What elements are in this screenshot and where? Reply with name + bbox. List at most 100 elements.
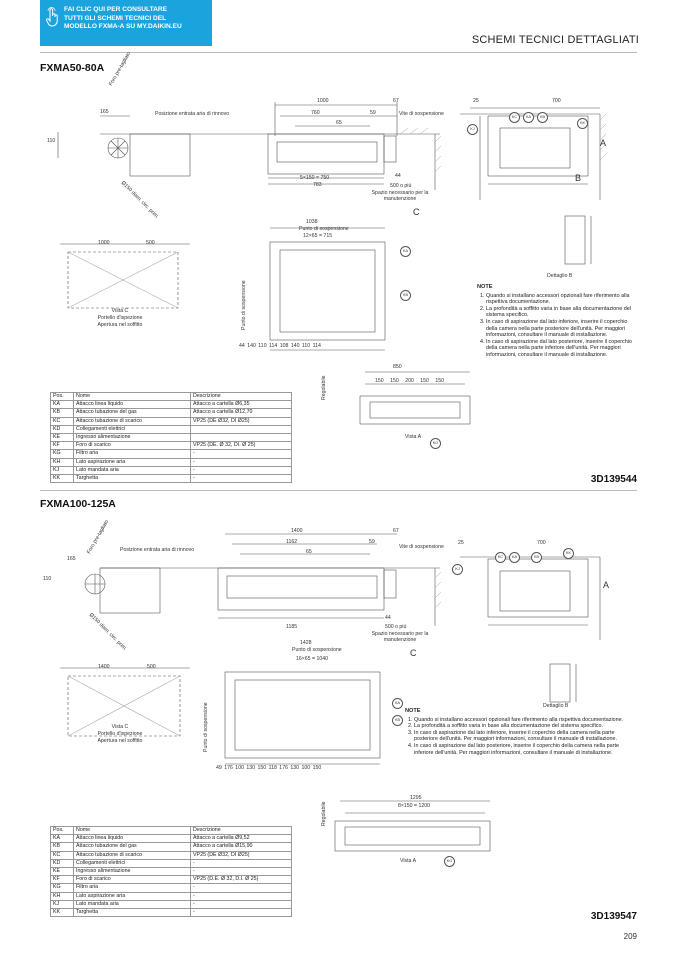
table-cell: Attacco a cartella Ø6,35 (190, 400, 292, 410)
tag-ka-1: KA (523, 112, 534, 123)
dim-1000: 1000 (317, 98, 329, 104)
label-suspension-2: Punto di sospensione (292, 647, 342, 653)
dim-59-2: 59 (369, 539, 375, 545)
view-c-drawing-1 (60, 243, 190, 309)
table-cell: KC (50, 850, 74, 860)
tag-kb-plan-1: KB (400, 290, 411, 301)
dim-series-2: 49 176 100 130 150 118 176 130 100 150 (216, 765, 322, 771)
table-cell: - (190, 473, 292, 484)
dim-67-2: 67 (393, 528, 399, 534)
drawing-code-1: 3D139544 (590, 474, 637, 485)
dim-44: 44 (395, 173, 401, 179)
table-cell: Collegamenti elettrici (73, 858, 191, 868)
label-hanger-1: Vite di sospensione (399, 111, 444, 117)
table-cell: Ingresso alimentazione (73, 432, 191, 443)
table-cell: Nome (73, 825, 191, 836)
tag-ka-2: KA (509, 552, 520, 563)
table-cell: - (190, 866, 292, 877)
table-cell: Attacco linea liquido (73, 400, 191, 410)
dim-1162: 1162 (286, 539, 298, 545)
label-a-1: A (600, 138, 607, 148)
table-cell: KD (50, 858, 74, 868)
table-cell: Attacco tubazione del gas (73, 842, 191, 852)
table-cell: Foro di scarico (73, 875, 191, 885)
table-cell: VP25 (DE. Ø 32, DI. Ø 25) (190, 441, 292, 451)
table-cell: Descrizione (190, 391, 292, 402)
table-cell (190, 432, 292, 443)
banner-line-3: MODELLO FXMA-A SU MY.DAIKIN.EU (64, 23, 182, 31)
table-cell: KD (50, 424, 74, 434)
table-cell: Foro di scarico (73, 441, 191, 451)
download-banner[interactable]: FAI CLIC QUI PER CONSULTARE TUTTI GLI SC… (40, 0, 212, 46)
dim-5x150: 5×150 = 750 (300, 175, 330, 181)
tag-kg-1: KG (430, 438, 441, 449)
table-cell: KG (50, 449, 74, 459)
table-cell: - (190, 899, 292, 909)
label-view-c-1: Vista C (111, 308, 129, 314)
dim-700: 700 (552, 98, 561, 104)
table-cell: KK (50, 907, 74, 918)
dim-783: 783 (313, 182, 322, 188)
table-cell: KB (50, 842, 74, 852)
dim-16x65: 16×65 = 1040 (296, 656, 329, 662)
note-1-1: Quando si installano accessori opzionali… (486, 293, 637, 306)
table-cell: Nome (73, 391, 191, 402)
table-cell: Lato mandata aria (73, 465, 191, 475)
tag-kg-2: KG (444, 856, 455, 867)
dim-110-2: 110 (43, 576, 52, 582)
dim-8x150: 8×150 = 1200 (398, 803, 431, 809)
model-title-1: FXMA50-80A (40, 62, 105, 74)
table-cell: - (190, 465, 292, 475)
dim-1000b: 1000 (98, 240, 110, 246)
page-title: SCHEMI TECNICI DETTAGLIATI (471, 34, 639, 46)
note-2-4: In caso di aspirazione dal lato posterio… (414, 743, 637, 756)
tag-ka-plan-2: KA (392, 698, 403, 709)
table-cell: Filtro aria (73, 449, 191, 459)
dim-760: 760 (311, 110, 320, 116)
detail-b-drawing-1 (564, 215, 592, 265)
table-cell: KJ (50, 899, 74, 909)
tag-kj-2: KJ (452, 564, 463, 575)
dim-500-2: 500 (147, 664, 156, 670)
dim-1400: 1400 (291, 528, 303, 534)
table-cell: Pos. (50, 391, 74, 402)
tap-hand-icon (46, 7, 58, 27)
table-cell: KG (50, 883, 74, 893)
table-cell: KB (50, 408, 74, 418)
dim-1038: 1038 (306, 219, 318, 225)
table-cell: VP25 (DE Ø32, DI Ø25) (190, 416, 292, 426)
dim-700-2: 700 (537, 540, 546, 546)
notes-title-1: NOTE (477, 284, 493, 290)
dim-1295: 1295 (410, 795, 422, 801)
label-500-2: 500 o più (385, 624, 407, 630)
table-cell: - (190, 907, 292, 918)
label-apertura-2: Apertura nel soffitto (97, 738, 143, 744)
table-cell: KE (50, 866, 74, 877)
label-space-2: Spazio necessario per la manutenzione (371, 631, 429, 643)
note-1-4: In caso di aspirazione dal lato posterio… (486, 339, 637, 359)
table-cell: KK (50, 473, 74, 484)
plan-view-drawing-1 (269, 227, 386, 351)
notes-title-2: NOTE (405, 708, 421, 714)
table-cell: Lato mandata aria (73, 899, 191, 909)
label-regolabile-2: Regolabile (321, 801, 327, 826)
table-cell: Lato aspirazione aria (73, 891, 191, 901)
dim-25: 25 (473, 98, 479, 104)
table-cell: Attacco a cartella Ø15,90 (190, 842, 292, 852)
dim-150-200-1: 150 150 200 150 150 (375, 378, 445, 384)
